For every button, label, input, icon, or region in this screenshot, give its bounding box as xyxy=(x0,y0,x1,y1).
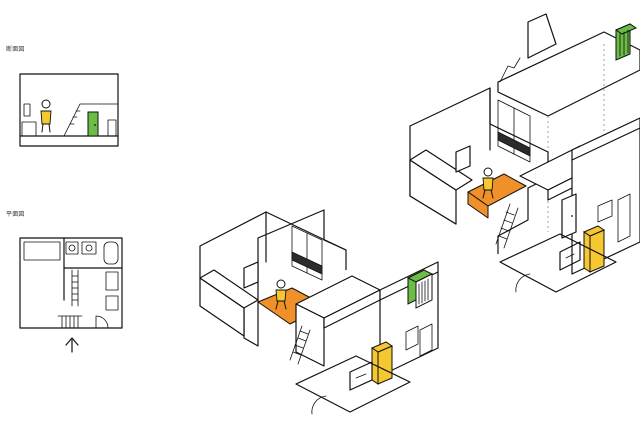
section-figure xyxy=(40,99,52,133)
iso1-ladder xyxy=(289,325,311,365)
plan-view xyxy=(19,237,123,353)
section-tv xyxy=(23,103,31,117)
iso2-steps xyxy=(499,57,521,83)
iso2-cabinet xyxy=(617,193,631,243)
plan-sink xyxy=(65,241,79,255)
section-ladder-rungs xyxy=(69,110,81,125)
iso2-figure xyxy=(482,167,494,199)
section-door xyxy=(87,111,99,137)
plan-door-swing xyxy=(95,315,109,329)
iso2-door xyxy=(561,193,577,239)
section-loft-stairs xyxy=(63,103,119,137)
iso2-door-swing xyxy=(515,273,531,293)
plan-stove xyxy=(81,241,97,255)
iso1-door-swing xyxy=(311,395,327,415)
plan-toilet xyxy=(103,241,119,265)
iso1-sink-unit xyxy=(405,325,419,351)
iso2-window xyxy=(497,99,531,163)
section-view-label: 断面図 xyxy=(6,46,25,53)
iso1-window-blind xyxy=(291,251,323,275)
plan-steps xyxy=(57,315,83,329)
plan-view-label: 平面図 xyxy=(6,211,25,218)
iso2-fridge-front xyxy=(589,229,605,273)
iso2-tv xyxy=(455,145,471,173)
iso1-entry-floor xyxy=(295,355,411,413)
section-tv-stand xyxy=(21,121,37,137)
isometric-model-large xyxy=(409,13,640,293)
iso2-entry-floor xyxy=(499,233,617,293)
section-frame xyxy=(19,73,119,147)
iso2-window-blind xyxy=(497,131,531,157)
plan-fridge xyxy=(105,295,119,311)
iso2-sofa-top xyxy=(409,149,473,191)
plan-washbasin xyxy=(105,271,119,291)
iso2-sink-unit xyxy=(597,199,613,223)
section-view xyxy=(19,73,119,147)
iso2-rail xyxy=(527,13,557,59)
iso1-cabinet xyxy=(419,323,433,357)
plan-bed xyxy=(23,241,61,261)
iso1-figure xyxy=(275,279,287,310)
plan-outline xyxy=(19,237,123,329)
iso1-tv xyxy=(243,261,259,289)
up-arrow-icon xyxy=(65,337,79,353)
iso1-sofa-top xyxy=(199,269,259,309)
section-cabinet xyxy=(107,119,117,137)
iso2-ladder xyxy=(495,203,519,249)
isometric-model-small xyxy=(199,209,439,415)
iso1-fridge-front xyxy=(377,345,393,385)
iso2-loft-top xyxy=(497,31,640,117)
